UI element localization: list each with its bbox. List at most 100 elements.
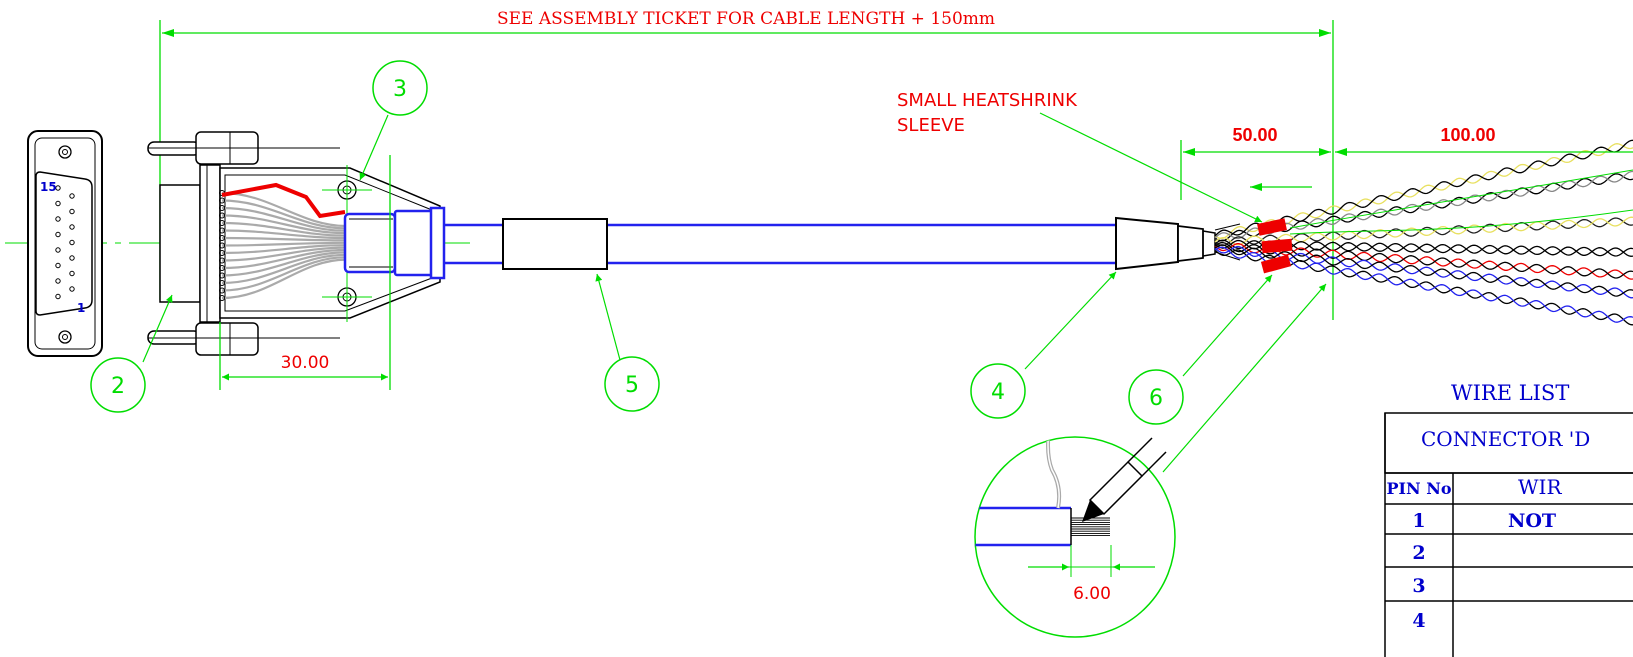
table-row: 1 NOT xyxy=(1412,510,1556,532)
balloon-2-label: 2 xyxy=(111,374,125,399)
twisted-wire xyxy=(1214,139,1633,237)
strip-detail-label: 6.00 xyxy=(1073,584,1111,604)
pin-hole xyxy=(55,262,61,269)
heatshrink-sleeve xyxy=(1257,218,1287,236)
balloon-4: 4 xyxy=(970,363,1026,419)
internal-wire xyxy=(221,199,347,230)
internal-wire xyxy=(221,221,347,237)
cable-boot xyxy=(1115,216,1179,271)
table-row: 3 xyxy=(1412,575,1425,597)
dsub-front-view: 15 1 xyxy=(27,130,103,357)
twisted-wire xyxy=(1214,216,1633,246)
contact xyxy=(219,272,225,279)
internal-wire xyxy=(221,236,347,242)
internal-wire xyxy=(221,241,347,247)
internal-wire xyxy=(221,214,347,235)
balloon-3-label: 3 xyxy=(393,77,407,102)
pin-hole xyxy=(55,216,61,222)
wire-list-col-wire: WIR xyxy=(1518,475,1562,499)
internal-wire xyxy=(221,244,347,255)
internal-wires xyxy=(219,190,347,301)
wire-breakout xyxy=(1214,139,1633,326)
cable-sleeve xyxy=(502,218,608,270)
internal-wire xyxy=(221,191,347,228)
balloon-6-label: 6 xyxy=(1149,386,1163,411)
wire-cell: NOT xyxy=(1508,510,1556,532)
balloon-5: 5 xyxy=(604,356,660,412)
pin-cell: 3 xyxy=(1412,575,1425,597)
balloon-leaders xyxy=(142,114,1327,473)
internal-wire xyxy=(221,258,347,300)
internal-wire xyxy=(221,253,347,285)
strip-detail-view: 6.00 xyxy=(974,436,1176,638)
connector-length-dimension: 30.00 xyxy=(219,155,391,390)
mounting-hole-icon xyxy=(58,145,72,159)
heatshrink-note: SMALL HEATSHRINK SLEEVE xyxy=(897,90,1263,223)
wire-list: WIRE LIST CONNECTOR 'D PIN No WIR 1 NOT … xyxy=(1384,381,1633,657)
table-row: 4 xyxy=(1412,610,1425,632)
contact xyxy=(219,227,225,234)
pin-hole xyxy=(55,185,61,191)
contact xyxy=(219,242,225,249)
contact xyxy=(219,250,225,256)
pin-hole xyxy=(55,231,61,238)
internal-wire xyxy=(221,229,347,240)
pin-hole xyxy=(55,200,61,207)
heatshrink-sleeve xyxy=(1260,254,1292,274)
mounting-hole-icon xyxy=(58,330,72,344)
breakout-guide xyxy=(1289,209,1633,235)
pin-hole xyxy=(55,278,61,284)
contact xyxy=(219,295,225,301)
table-row: 2 xyxy=(1412,542,1425,564)
pin-hole xyxy=(69,270,75,277)
balloon-6: 6 xyxy=(1128,369,1184,425)
dsub-side-view xyxy=(147,131,446,356)
heatshrink-note-line2: SLEEVE xyxy=(897,115,965,136)
internal-wire xyxy=(221,206,347,232)
wire-list-title: WIRE LIST xyxy=(1451,381,1569,405)
pin-hole xyxy=(55,247,61,253)
pin-1-label: 1 xyxy=(77,301,85,315)
balloon-2: 2 xyxy=(90,357,146,413)
twisted-wire xyxy=(1214,243,1633,280)
breakout-dimensions: 50.00 100.00 xyxy=(1180,125,1633,200)
internal-wire xyxy=(221,256,347,292)
contact xyxy=(219,280,225,286)
pin-hole xyxy=(69,208,75,215)
pin-cell: 2 xyxy=(1412,542,1425,564)
balloon-3: 3 xyxy=(372,60,428,116)
pin-cell: 1 xyxy=(1412,510,1425,532)
internal-wire xyxy=(221,246,347,262)
contact xyxy=(219,205,225,211)
heatshrink-sleeve xyxy=(1261,238,1293,254)
strip-length-label: 50.00 xyxy=(1232,125,1277,145)
balloon-5-label: 5 xyxy=(625,373,639,398)
pin-hole xyxy=(69,239,75,246)
pin-hole xyxy=(69,193,75,199)
stripped-strands xyxy=(1071,517,1110,537)
pin-hole xyxy=(69,286,75,292)
wire-list-header: CONNECTOR 'D xyxy=(1421,427,1590,451)
connector-length-label: 30.00 xyxy=(281,353,330,373)
pin-15-label: 15 xyxy=(40,180,57,194)
contact xyxy=(219,220,225,226)
contact xyxy=(219,197,225,204)
internal-wire xyxy=(221,251,347,277)
overall-length-label: SEE ASSEMBLY TICKET FOR CABLE LENGTH + 1… xyxy=(497,9,995,29)
red-internal-wire xyxy=(221,182,346,219)
pin-array xyxy=(55,185,75,300)
wire-list-col-pin: PIN No xyxy=(1386,479,1451,498)
pin-hole xyxy=(69,224,75,230)
twisted-wire xyxy=(1214,244,1633,297)
breakout-length-label: 100.00 xyxy=(1440,125,1495,145)
breakout-guide xyxy=(1289,169,1633,229)
twisted-wire xyxy=(1214,173,1633,242)
contact xyxy=(219,287,225,294)
pin-hole xyxy=(55,293,61,300)
pin-cell: 4 xyxy=(1412,610,1425,632)
pen-icon xyxy=(1082,437,1167,522)
heatshrink-note-line1: SMALL HEATSHRINK xyxy=(897,90,1078,111)
contact xyxy=(219,257,225,264)
contact xyxy=(219,265,225,271)
